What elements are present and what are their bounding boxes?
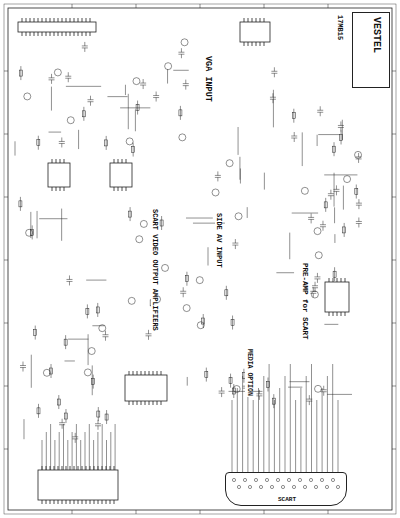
company-name: VESTEL bbox=[371, 17, 381, 53]
sheet-frame bbox=[8, 8, 392, 510]
sheet-border bbox=[4, 4, 396, 514]
sheet-number: 17MB15 bbox=[336, 14, 343, 41]
section-title: SCART VIDEO OUTPUT AMPLIFIERS bbox=[151, 208, 158, 332]
title-block: VESTEL bbox=[352, 12, 390, 88]
grid-ticks bbox=[4, 4, 396, 514]
ic-symbols bbox=[18, 18, 349, 504]
section-title: PRE-AMP for SCART bbox=[301, 262, 309, 341]
section-title: VGA INPUT bbox=[204, 55, 213, 103]
connector-name: SCART bbox=[278, 497, 296, 503]
scart-pins bbox=[226, 475, 346, 495]
scart-connector: SCART bbox=[225, 472, 347, 506]
component-wiring bbox=[15, 39, 362, 443]
connector-pin-wires bbox=[42, 424, 115, 470]
section-title: MEDIA OPTION bbox=[246, 348, 253, 397]
section-title: SIDE AV INPUT bbox=[215, 212, 222, 269]
